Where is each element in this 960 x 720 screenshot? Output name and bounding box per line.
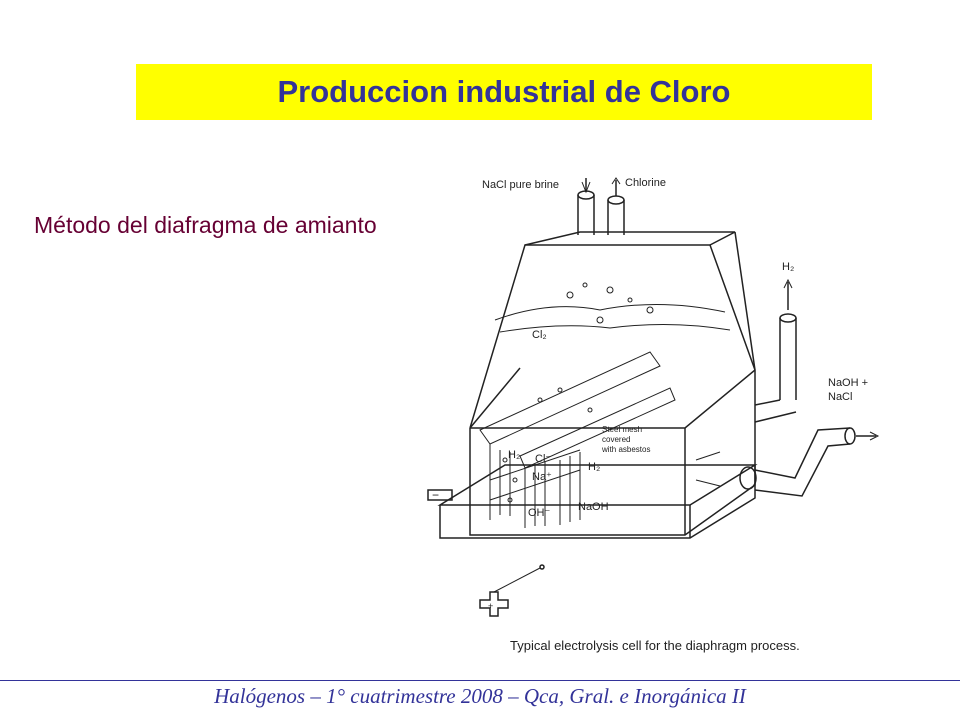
label-naoh: NaOH — [578, 501, 609, 513]
chlorine-pipe — [607, 200, 625, 235]
label-plus-sign: + — [488, 601, 493, 611]
brine-pipe — [577, 195, 595, 235]
label-h2-top: H₂ — [782, 261, 794, 273]
label-chlorine: Chlorine — [625, 177, 666, 189]
label-naoh-nacl-line-1: NaOH + — [828, 377, 868, 389]
label-cl-minus: Cl⁻ — [535, 453, 551, 465]
slide-footer: Halógenos – 1° cuatrimestre 2008 – Qca, … — [214, 684, 746, 708]
hood — [469, 244, 756, 429]
title-banner: Produccion industrial de Cloro — [136, 64, 872, 120]
diagram-caption: Typical electrolysis cell for the diaphr… — [510, 638, 800, 653]
slide-title: Produccion industrial de Cloro — [277, 74, 731, 109]
label-steel-mesh-line-1: Steel mesh — [602, 425, 642, 434]
footer-divider — [0, 680, 960, 681]
electrolysis-cell-diagram: NaCl pure brine Chlorine H₂ Cl₂ NaOH + N… — [410, 160, 900, 660]
label-steel-mesh-line-2: covered — [602, 435, 630, 444]
gas-bubbles — [502, 282, 654, 503]
electrode-mesh — [479, 351, 676, 528]
label-h2-cell: H₂ — [508, 449, 520, 461]
h2-pipe — [779, 318, 797, 400]
label-oh-minus: OH⁻ — [528, 507, 551, 519]
label-cl2: Cl₂ — [532, 329, 547, 341]
slide-subtitle: Método del diafragma de amianto — [34, 212, 377, 238]
label-na-plus: Na⁺ — [532, 471, 552, 483]
label-nacl-brine: NaCl pure brine — [482, 179, 559, 191]
label-steel-mesh-line-3: with asbestos — [601, 445, 650, 454]
naoh-pipe — [754, 427, 851, 497]
liquid-surface — [494, 304, 726, 321]
label-naoh-nacl-line-2: NaCl — [828, 391, 852, 403]
label-h2-mid: H₂ — [588, 461, 600, 473]
anode-terminal — [479, 591, 509, 617]
label-minus-sign: − — [432, 488, 439, 502]
cathode-terminal — [427, 489, 453, 501]
